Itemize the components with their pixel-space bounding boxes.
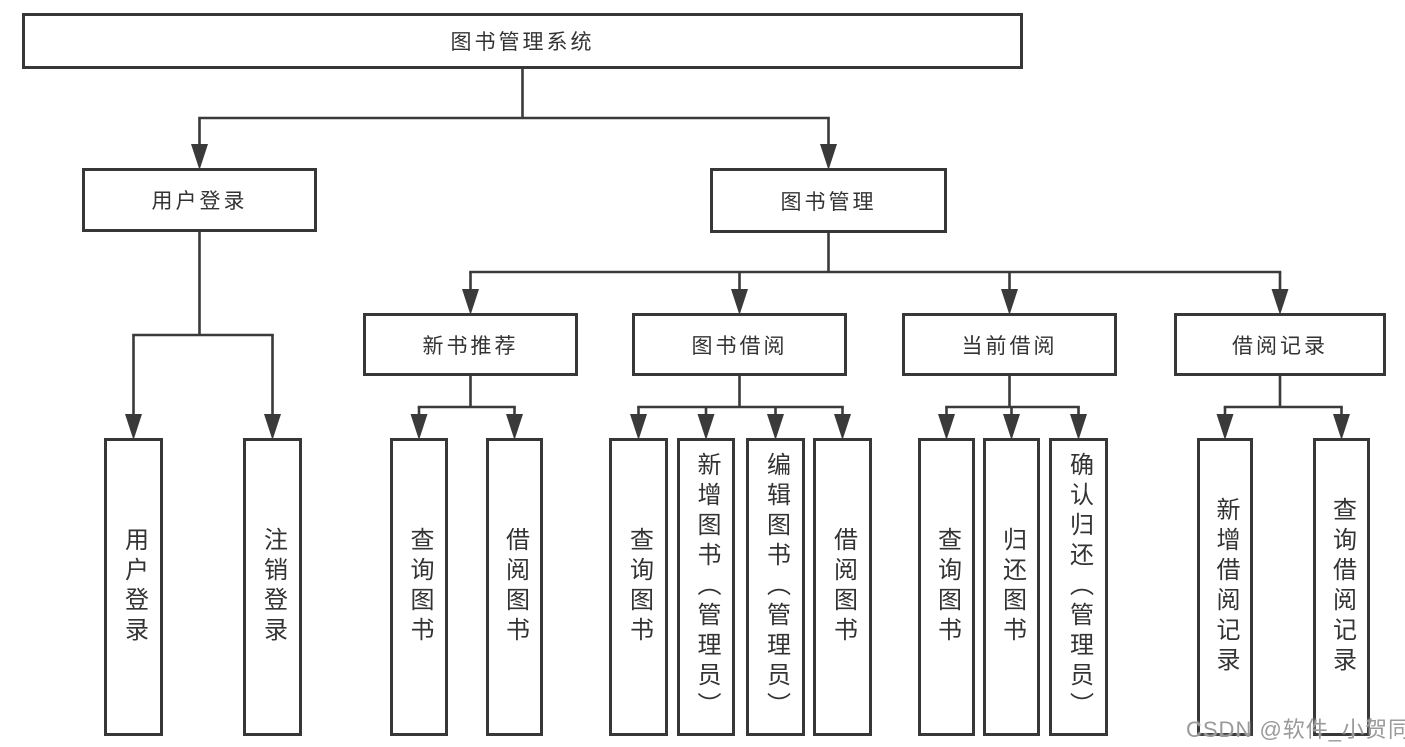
node-borrow-books-leaf: 借阅图书 [813,438,872,736]
node-confirm-return-admin: 确认归还（管理员） [1049,438,1108,736]
node-logout: 注销登录 [243,438,302,736]
node-current-borrowing: 当前借阅 [902,313,1117,376]
node-borrow-records: 借阅记录 [1174,313,1386,376]
node-return-books: 归还图书 [983,438,1040,736]
node-add-borrow-record: 新增借阅记录 [1197,438,1253,736]
node-book-management: 图书管理 [710,168,947,233]
node-edit-books-admin: 编辑图书（管理员） [746,438,805,736]
node-new-book-recommend: 新书推荐 [363,313,578,376]
node-library-system: 图书管理系统 [22,13,1023,69]
node-query-books-current: 查询图书 [918,438,975,736]
watermark: CSDN @软件_小贺同学 [1186,717,1405,742]
node-user-login-leaf: 用户登录 [104,438,163,736]
node-query-books-borrow: 查询图书 [609,438,668,736]
node-user-login: 用户登录 [82,168,317,232]
node-borrow-books-recommend: 借阅图书 [486,438,543,736]
node-book-borrowing: 图书借阅 [632,313,847,376]
node-query-borrow-record: 查询借阅记录 [1313,438,1370,736]
node-query-books-recommend: 查询图书 [390,438,448,736]
node-add-books-admin: 新增图书（管理员） [677,438,735,736]
